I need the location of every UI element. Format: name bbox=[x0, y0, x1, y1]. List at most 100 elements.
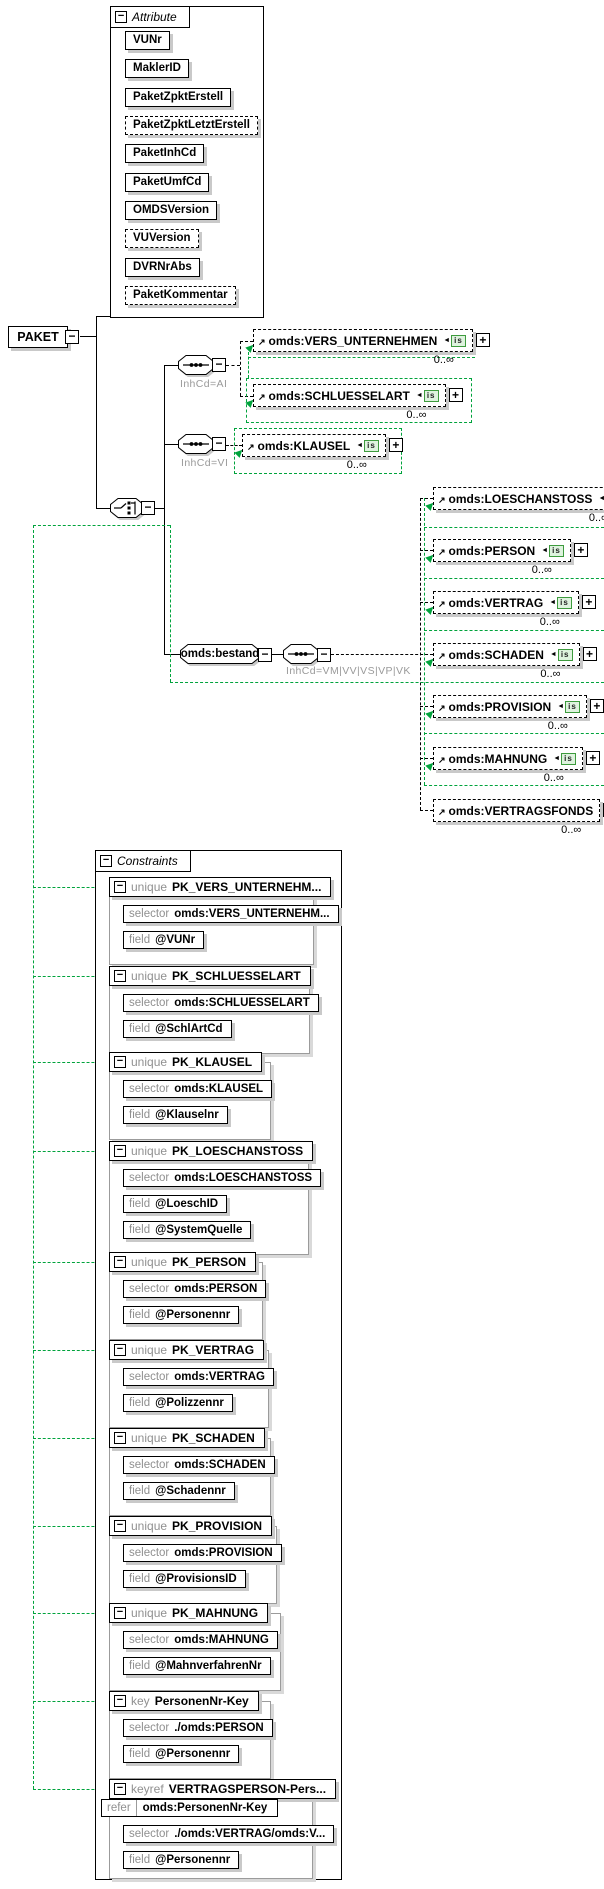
attribute-dvrnrabs[interactable]: DVRNrAbs bbox=[125, 258, 200, 277]
expand-plus-button[interactable]: + bbox=[582, 647, 597, 661]
expand-plus-button[interactable]: + bbox=[388, 438, 403, 452]
expand-plus-button[interactable]: + bbox=[573, 543, 588, 557]
expand-plus-button[interactable]: + bbox=[448, 388, 463, 402]
occurrence-label: 0..∞ bbox=[346, 459, 367, 471]
constraint-field[interactable]: field@Klauselnr bbox=[123, 1106, 228, 1124]
constraint-ref-line bbox=[33, 525, 170, 526]
element-ref-icon: ↗ bbox=[438, 495, 446, 505]
collapse-minus-button[interactable]: − bbox=[212, 358, 226, 372]
element-klausel[interactable]: ↗omds:KLAUSEL◄is + 0..∞ bbox=[242, 434, 403, 471]
element-provision[interactable]: ↗omds:PROVISION◄is + 0..∞ bbox=[433, 695, 604, 732]
expand-plus-button[interactable]: + bbox=[475, 333, 490, 347]
tree-line bbox=[164, 365, 178, 366]
tree-line-dashed bbox=[331, 654, 433, 655]
collapse-minus-icon[interactable]: − bbox=[114, 1783, 126, 1795]
element-vertragsfonds[interactable]: ↗omds:VERTRAGSFONDS + 0..∞ bbox=[433, 799, 604, 836]
constraint-field[interactable]: field@Personennr bbox=[123, 1306, 240, 1324]
element-vertrag[interactable]: ↗omds:VERTRAG◄is + 0..∞ bbox=[433, 591, 596, 628]
collapse-minus-icon[interactable]: − bbox=[114, 1520, 126, 1532]
attributes-panel-header[interactable]: − Attribute bbox=[110, 6, 190, 28]
collapse-minus-button[interactable]: − bbox=[141, 501, 155, 515]
collapse-minus-icon[interactable]: − bbox=[114, 1256, 126, 1268]
attribute-vunr[interactable]: VUNr bbox=[125, 31, 170, 50]
occurrence-label: 0..∞ bbox=[588, 512, 604, 524]
constraints-panel-header[interactable]: − Constraints bbox=[95, 850, 191, 872]
collapse-minus-icon[interactable]: − bbox=[114, 1056, 126, 1068]
collapse-minus-icon[interactable]: − bbox=[114, 1145, 126, 1157]
element-ref-icon: ↗ bbox=[438, 651, 446, 661]
badge-arrow-icon: ◄ bbox=[553, 755, 561, 762]
attribute-paketkommentar[interactable]: PaketKommentar bbox=[125, 286, 236, 305]
element-mahnung[interactable]: ↗omds:MAHNUNG◄is + 0..∞ bbox=[433, 747, 600, 784]
constraint-field[interactable]: field@Personennr bbox=[123, 1851, 240, 1869]
root-element-paket[interactable]: PAKET bbox=[8, 326, 68, 348]
constraint-field[interactable]: field@VUNr bbox=[123, 931, 205, 949]
constraint-kind: unique bbox=[131, 1343, 168, 1357]
collapse-minus-icon[interactable]: − bbox=[114, 1432, 126, 1444]
collapse-minus-icon[interactable]: − bbox=[114, 881, 126, 893]
element-vers-unternehmen[interactable]: ↗omds:VERS_UNTERNEHMEN◄is + 0..∞ bbox=[253, 329, 490, 366]
element-person[interactable]: ↗omds:PERSON◄is + 0..∞ bbox=[433, 539, 588, 576]
element-schluesselart[interactable]: ↗omds:SCHLUESSELART◄is + 0..∞ bbox=[253, 384, 463, 421]
constraint-name: PK_SCHLUESSELART bbox=[172, 969, 301, 983]
constraint-field[interactable]: field@SystemQuelle bbox=[123, 1221, 252, 1239]
element-bestand[interactable]: omds:bestand bbox=[180, 644, 260, 664]
collapse-minus-icon[interactable]: − bbox=[114, 1607, 126, 1619]
collapse-minus-icon[interactable]: − bbox=[114, 1695, 126, 1707]
constraint-selector[interactable]: selector./omds:PERSON bbox=[123, 1719, 273, 1737]
attribute-paketinhcd[interactable]: PaketInhCd bbox=[125, 144, 205, 163]
badge-arrow-icon: ◄ bbox=[541, 547, 549, 554]
element-label: omds:VERTRAG bbox=[448, 595, 544, 610]
occurrence-label: 0..∞ bbox=[531, 564, 552, 576]
constraint-selector[interactable]: selector./omds:VERTRAG/omds:V... bbox=[123, 1825, 335, 1843]
occurrence-label: 0..∞ bbox=[433, 354, 454, 366]
tree-line bbox=[96, 316, 110, 317]
collapse-minus-icon[interactable]: − bbox=[114, 970, 126, 982]
element-label: omds:SCHLUESSELART bbox=[268, 388, 410, 403]
attribute-paketzpktletzterstell[interactable]: PaketZpktLetztErstell bbox=[125, 116, 258, 135]
collapse-minus-icon[interactable]: − bbox=[114, 1344, 126, 1356]
attribute-paketzpkterstell[interactable]: PaketZpktErstell bbox=[125, 88, 232, 107]
expand-plus-button[interactable]: + bbox=[585, 751, 600, 765]
constraint-field[interactable]: field@LoeschID bbox=[123, 1195, 228, 1213]
constraint-field[interactable]: field@Polizzennr bbox=[123, 1394, 233, 1412]
constraint-kind: unique bbox=[131, 1144, 168, 1158]
collapse-minus-button[interactable]: − bbox=[317, 648, 331, 662]
constraint-field[interactable]: field@MahnverfahrenNr bbox=[123, 1657, 271, 1675]
constraint-field[interactable]: field@ProvisionsID bbox=[123, 1570, 246, 1588]
constraint-field[interactable]: field@SchlArtCd bbox=[123, 1020, 232, 1038]
choice-compositor-icon[interactable] bbox=[110, 498, 144, 518]
attribute-paketumfcd[interactable]: PaketUmfCd bbox=[125, 173, 210, 192]
collapse-minus-button[interactable]: − bbox=[258, 648, 272, 662]
collapse-minus-button[interactable]: − bbox=[65, 330, 79, 344]
collapse-minus-icon[interactable]: − bbox=[100, 855, 112, 867]
collapse-minus-icon[interactable]: − bbox=[115, 11, 127, 23]
collapse-minus-button[interactable]: − bbox=[212, 437, 226, 451]
expand-plus-button[interactable]: + bbox=[589, 699, 604, 713]
constraint-ref-line bbox=[424, 498, 425, 785]
attribute-vuversion[interactable]: VUVersion bbox=[125, 229, 199, 248]
sequence-compositor-icon[interactable] bbox=[283, 644, 319, 664]
element-schaden[interactable]: ↗omds:SCHADEN◄is + 0..∞ bbox=[433, 643, 597, 680]
element-ref-icon: ↗ bbox=[438, 807, 446, 817]
element-loeschanstoss[interactable]: ↗omds:LOESCHANSTOSS◄is + 0..∞ bbox=[433, 487, 604, 524]
constraint-kind: unique bbox=[131, 1055, 168, 1069]
expand-plus-button[interactable]: + bbox=[581, 595, 596, 609]
attribute-maklerid[interactable]: MaklerID bbox=[125, 59, 189, 78]
attribute-omdsversion[interactable]: OMDSVersion bbox=[125, 201, 218, 220]
constraint-field[interactable]: field@Personennr bbox=[123, 1745, 240, 1763]
sequence-compositor-icon[interactable] bbox=[178, 434, 214, 454]
constraint-field[interactable]: field@Schadennr bbox=[123, 1482, 235, 1500]
sequence-compositor-icon[interactable] bbox=[178, 355, 214, 375]
